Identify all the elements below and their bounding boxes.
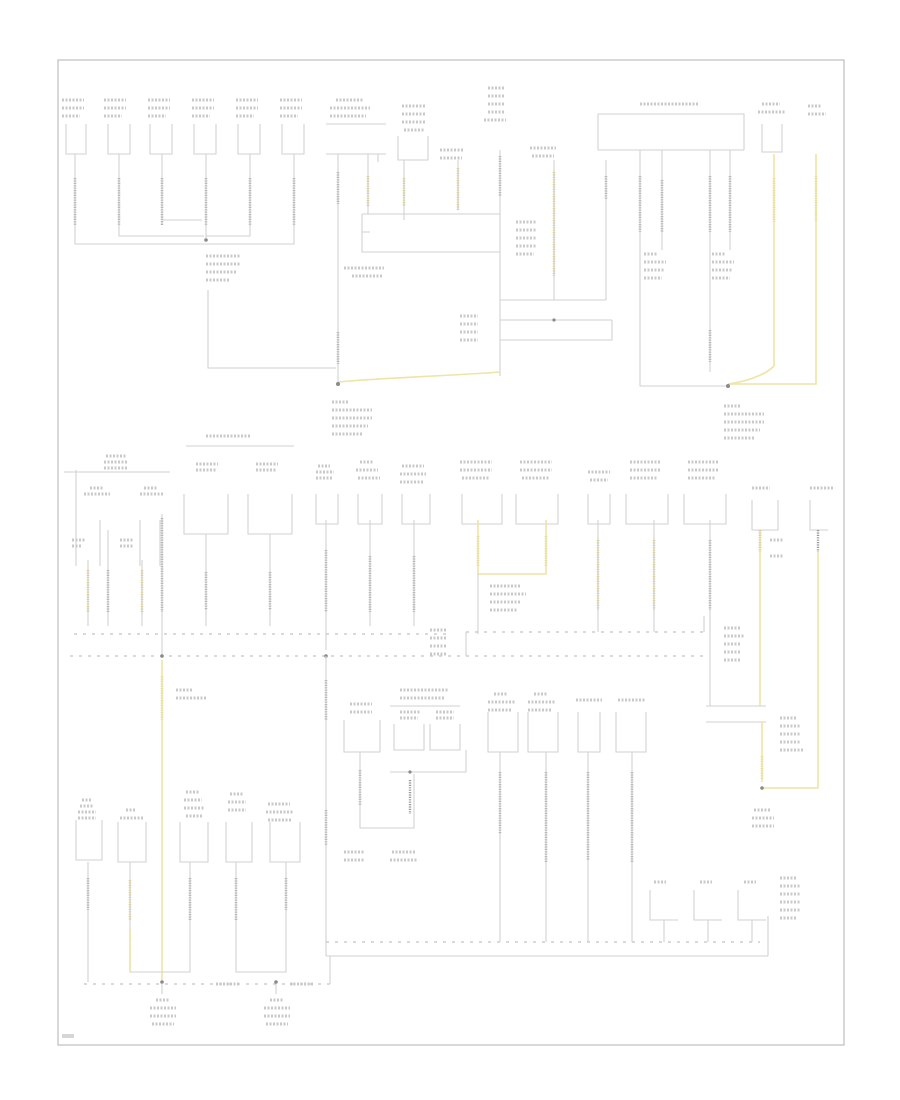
- top-center-module-group: [326, 86, 613, 436]
- middle-sensor-group: [64, 434, 834, 706]
- figure-code-mark: [62, 1034, 74, 1038]
- top-right-module-group: [597, 102, 826, 440]
- module-labels-top-left: [62, 98, 302, 118]
- diagram-frame: [57, 59, 845, 1046]
- lower-component-group: [75, 656, 819, 1026]
- top-left-module-group: [62, 98, 336, 369]
